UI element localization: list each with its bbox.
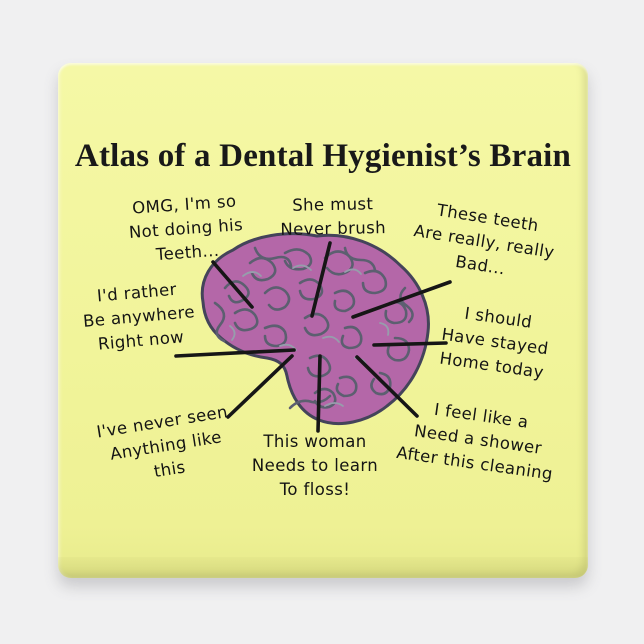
brain-label-rather-be-anywhere: I'd rather Be anywhere Right now [80, 276, 198, 357]
label-line: To floss! [279, 480, 351, 499]
page-title: Atlas of a Dental Hygienist’s Brain [74, 138, 572, 174]
brain-label-omg-not-doing-his-teeth: OMG, I'm so Not doing his Teeth... [126, 189, 245, 269]
brain-illustration [200, 232, 430, 425]
label-line: This woman [263, 432, 367, 451]
leader-line-she [310, 241, 332, 318]
leader-line-floss [316, 354, 322, 433]
leader-line-should [372, 341, 448, 347]
leader-line-omg [211, 260, 254, 309]
brain-outline [200, 232, 430, 425]
leader-line-shower [355, 355, 419, 418]
leader-line-rather [174, 348, 296, 358]
brain-label-should-have-stayed-home: I should Have stayed Home today [437, 299, 554, 385]
leader-line-seen [226, 354, 294, 419]
label-line: She must [292, 194, 374, 215]
brain-gyri [213, 246, 414, 410]
label-line: Never brush [280, 218, 387, 239]
brain-label-woman-needs-to-floss: This woman Needs to learn To floss! [252, 430, 378, 502]
leader-line-these [351, 280, 452, 319]
label-line: Needs to learn [251, 456, 379, 475]
brain-label-she-must-never-brush: She must Never brush [280, 192, 386, 242]
